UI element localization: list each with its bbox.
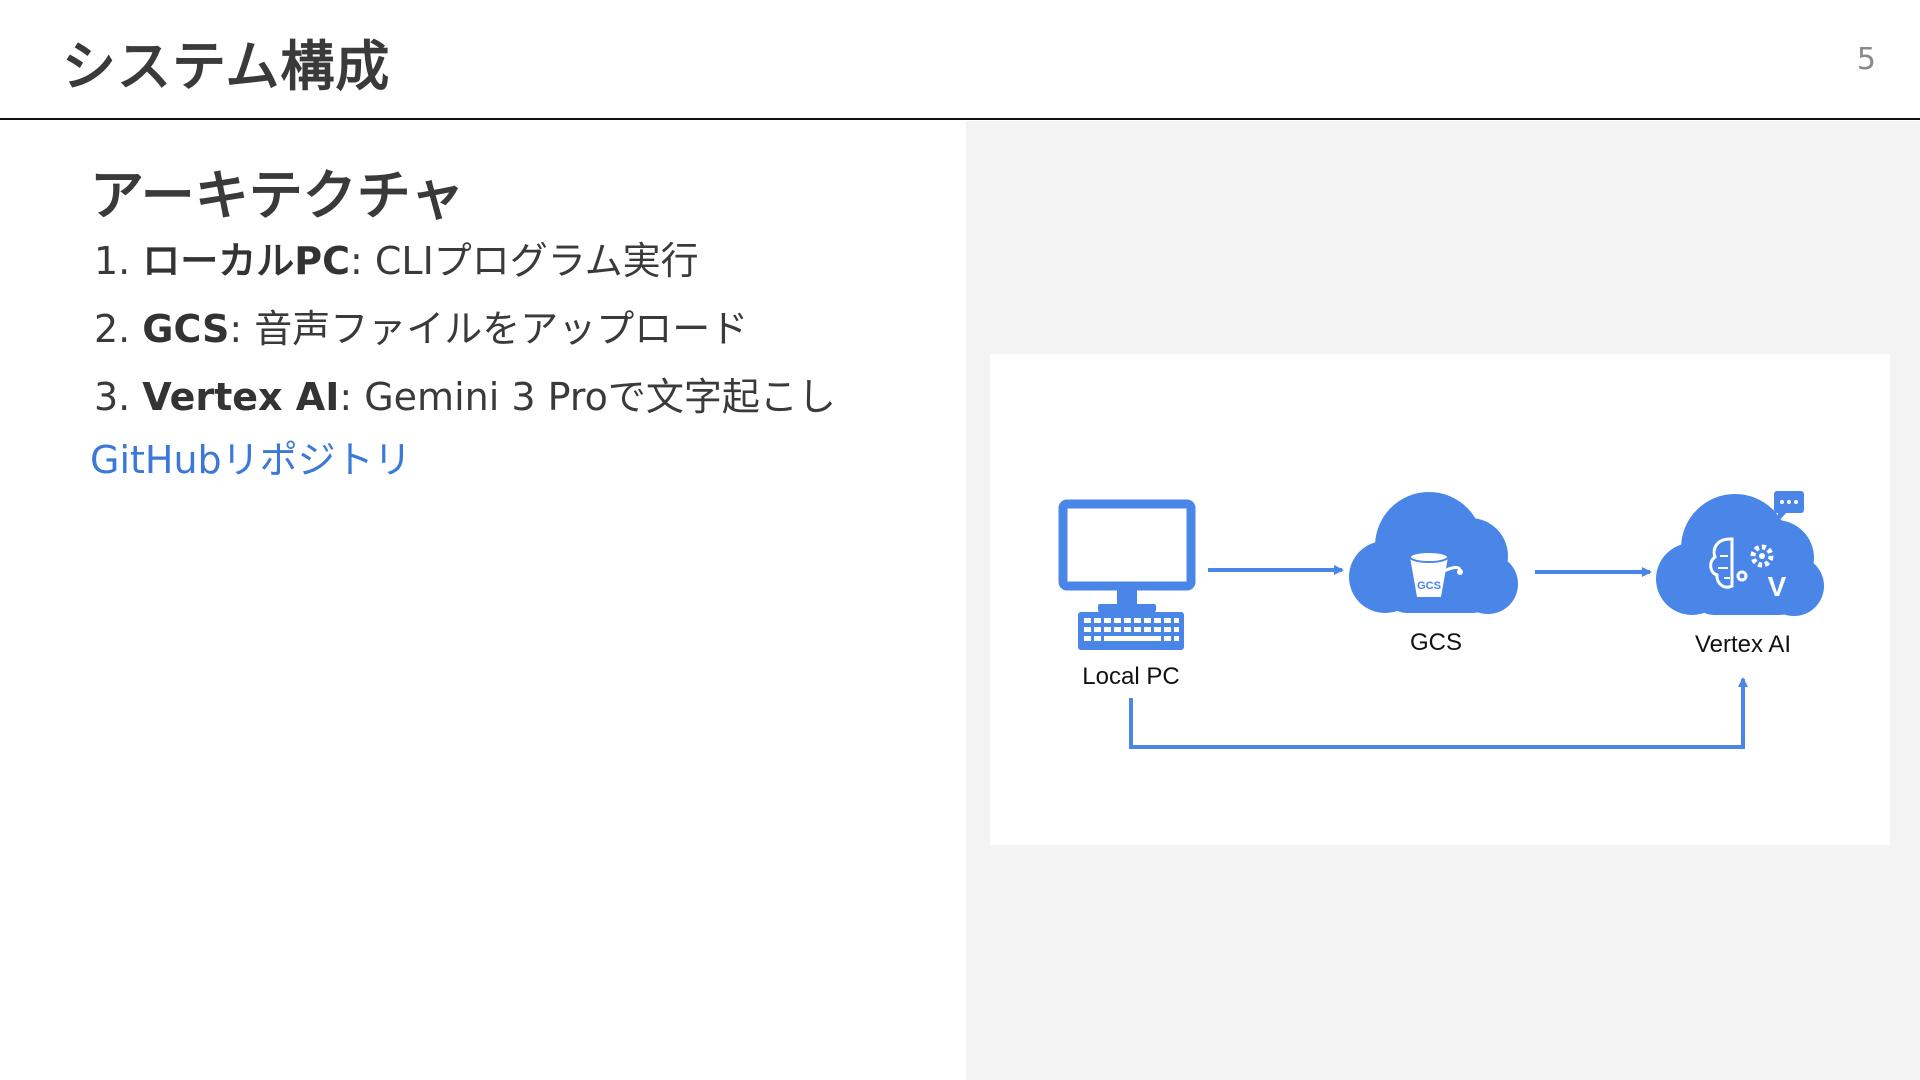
- diagram-panel: Local PC GCS GCS: [966, 121, 1920, 1080]
- list-item-number: 2.: [94, 307, 131, 351]
- node-label-vertex-ai: Vertex AI: [1695, 631, 1791, 658]
- list-item-description: : Gemini 3 Proで文字起こし: [339, 375, 836, 419]
- slide-header: システム構成 5: [0, 0, 1920, 120]
- content-column: アーキテクチャ 1.ローカルPC: CLIプログラム実行 2.GCS: 音声ファ…: [0, 121, 966, 1080]
- desktop-computer-icon: [1058, 499, 1196, 650]
- list-item: 3.Vertex AI: Gemini 3 Proで文字起こし: [94, 363, 836, 431]
- list-item: 1.ローカルPC: CLIプログラム実行: [94, 227, 836, 295]
- list-item-term: GCS: [142, 307, 230, 351]
- node-label-local-pc: Local PC: [1082, 663, 1179, 690]
- list-item-number: 3.: [94, 375, 131, 419]
- list-item: 2.GCS: 音声ファイルをアップロード: [94, 295, 836, 363]
- list-item-number: 1.: [94, 239, 131, 283]
- cloud-storage-bucket-icon: GCS: [1349, 492, 1518, 614]
- architecture-diagram: Local PC GCS GCS: [990, 354, 1890, 845]
- arrow-pc-to-vertex: [1129, 677, 1748, 749]
- section-heading: アーキテクチャ: [90, 164, 465, 227]
- list-item-description: : 音声ファイルをアップロード: [229, 307, 749, 351]
- page-number: 5: [1856, 42, 1876, 77]
- architecture-diagram-svg: Local PC GCS GCS: [1058, 491, 1824, 749]
- vertex-badge-text: V: [1768, 571, 1787, 602]
- cloud-ai-brain-icon: V: [1656, 494, 1824, 616]
- slide-title: システム構成: [62, 35, 391, 98]
- node-label-gcs: GCS: [1410, 629, 1462, 656]
- list-item-description: : CLIプログラム実行: [350, 239, 699, 283]
- chat-bubble-icon: [1774, 491, 1804, 522]
- architecture-list: 1.ローカルPC: CLIプログラム実行 2.GCS: 音声ファイルをアップロー…: [94, 227, 836, 431]
- keyboard-icon: [1078, 612, 1184, 650]
- list-item-term: Vertex AI: [142, 375, 340, 419]
- list-item-term: ローカルPC: [142, 239, 351, 283]
- gcs-badge-text: GCS: [1417, 580, 1441, 592]
- github-repository-link[interactable]: GitHubリポジトリ: [90, 438, 412, 482]
